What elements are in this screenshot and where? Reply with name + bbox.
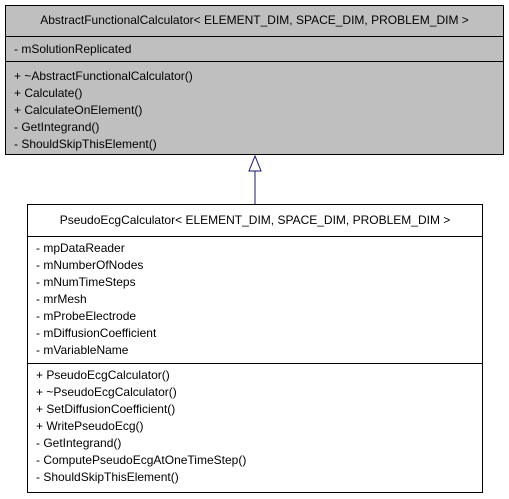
derived-class-attribute: - mpDataReader [36, 241, 125, 255]
inheritance-arrowhead [248, 154, 262, 172]
derived-class-operation: + WritePseudoEcg() [36, 419, 144, 433]
base-class-box: AbstractFunctionalCalculator< ELEMENT_DI… [5, 5, 504, 155]
base-class-attribute: - mSolutionReplicated [14, 42, 132, 56]
derived-class-attribute: - mNumberOfNodes [36, 258, 144, 272]
derived-class-attribute: - mrMesh [36, 292, 87, 306]
base-class-operation: - GetIntegrand() [14, 120, 100, 134]
base-class-operation: + CalculateOnElement() [14, 103, 143, 117]
derived-class-operation: + PseudoEcgCalculator() [36, 368, 170, 382]
derived-class-operation: - GetIntegrand() [36, 436, 122, 450]
derived-class-name: PseudoEcgCalculator< ELEMENT_DIM, SPACE_… [59, 213, 451, 227]
derived-class-attribute: - mProbeElectrode [36, 309, 137, 323]
derived-class-operation: + SetDiffusionCoefficient() [36, 402, 176, 416]
derived-class-operations: + PseudoEcgCalculator() + ~PseudoEcgCalc… [28, 363, 482, 489]
base-class-operation: + Calculate() [14, 86, 83, 100]
derived-class-attributes: - mpDataReader - mNumberOfNodes - mNumTi… [28, 236, 482, 363]
derived-class-attribute: - mVariableName [36, 343, 129, 357]
derived-class-operation: - ShouldSkipThisElement() [36, 470, 179, 484]
derived-class-operation: - ComputePseudoEcgAtOneTimeStep() [36, 453, 247, 467]
derived-class-box: PseudoEcgCalculator< ELEMENT_DIM, SPACE_… [27, 204, 483, 493]
derived-class-attribute: - mDiffusionCoefficient [36, 326, 157, 340]
base-class-name: AbstractFunctionalCalculator< ELEMENT_DI… [40, 13, 469, 27]
base-class-operation: - ShouldSkipThisElement() [14, 137, 157, 151]
derived-class-operation: + ~PseudoEcgCalculator() [36, 385, 177, 399]
base-class-operation: + ~AbstractFunctionalCalculator() [14, 69, 193, 83]
base-class-operations: + ~AbstractFunctionalCalculator() + Calc… [6, 61, 503, 156]
derived-class-attribute: - mNumTimeSteps [36, 275, 136, 289]
base-class-attributes: - mSolutionReplicated [6, 36, 503, 61]
